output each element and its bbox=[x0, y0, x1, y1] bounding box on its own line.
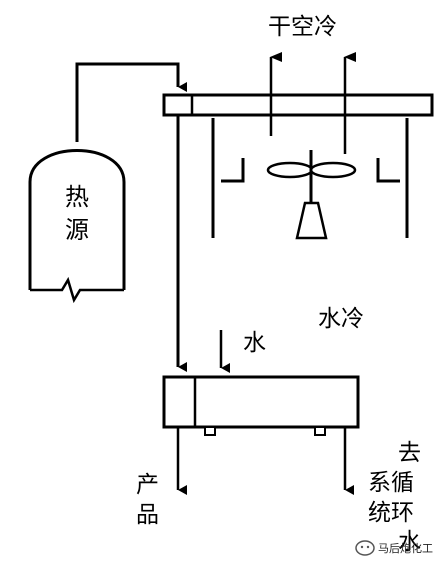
wechat-chat-bubble-icon bbox=[355, 540, 375, 556]
water-cooling-label: 水冷 bbox=[318, 306, 364, 332]
heat-source-label-1: 热 bbox=[65, 183, 89, 211]
heat-source-outlet-pipe bbox=[75, 62, 187, 142]
air-cooler-frame bbox=[211, 118, 409, 238]
water-cooler bbox=[162, 375, 360, 436]
dry-cooling-label: 干空冷 bbox=[268, 14, 337, 40]
heat-source-label-2: 源 bbox=[65, 216, 89, 244]
watermark: 马后炮化工 bbox=[355, 540, 433, 556]
circulation-label-1: 去 bbox=[398, 440, 421, 466]
air-cooler-header bbox=[162, 93, 434, 117]
watermark-text: 马后炮化工 bbox=[378, 541, 433, 555]
fan-icon bbox=[266, 150, 357, 240]
water-inlet-label: 水 bbox=[243, 330, 266, 356]
circulation-label-3: 统环 bbox=[368, 500, 414, 526]
product-label-1: 产 bbox=[136, 472, 159, 498]
circulation-label-2: 系循 bbox=[368, 470, 414, 496]
circulation-label-4: 水 bbox=[398, 529, 421, 555]
product-label-2: 品 bbox=[136, 502, 159, 528]
heat-source-tank bbox=[28, 149, 126, 304]
